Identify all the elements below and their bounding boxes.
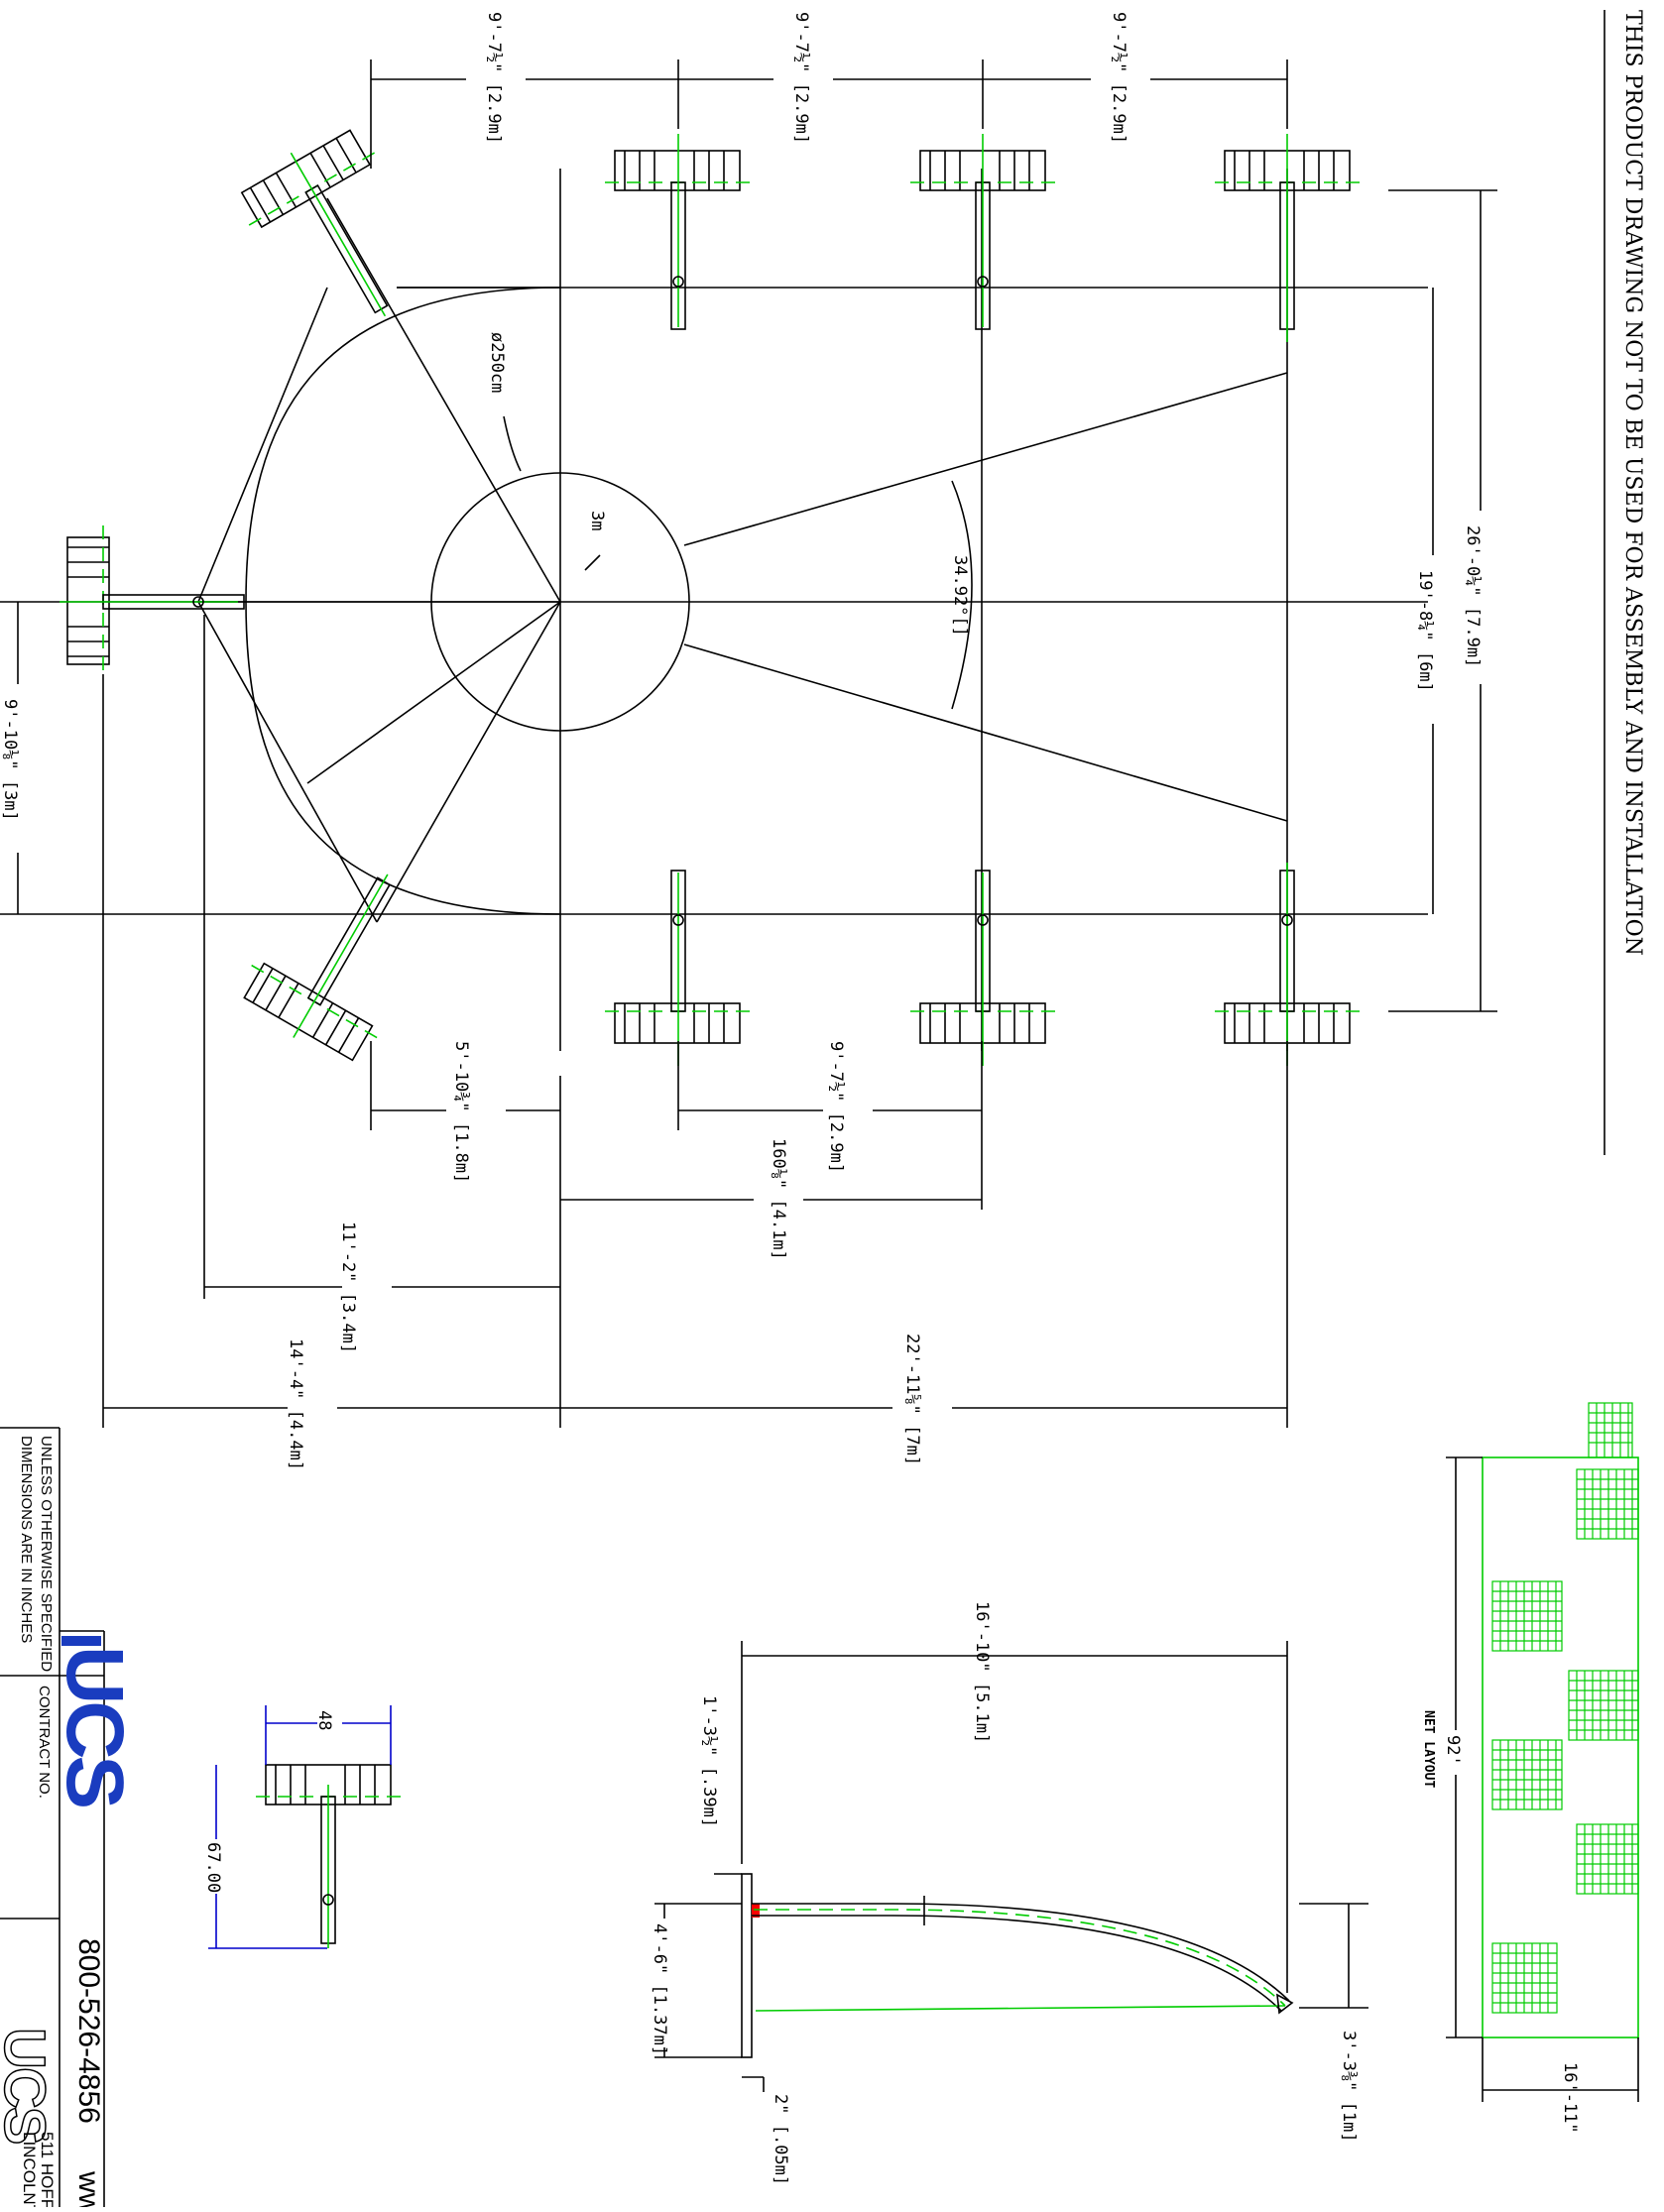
- goal-top-3: [1215, 134, 1364, 342]
- radius-label: 3m: [587, 511, 607, 530]
- title-block: UNLESS OTHERWISE SPECIFIED DIMENSIONS AR…: [0, 1427, 140, 2212]
- goal-top-2: [910, 134, 1059, 330]
- radius-leader: [584, 554, 601, 571]
- right-dimensions: 26'-0¼" [7.9m] 19'-8¼" [6m]: [1388, 189, 1497, 1012]
- contract-label: CONTRACT NO.: [36, 1686, 53, 1799]
- side-tip-height-dimension: 3'-3⅜" [1m]: [1339, 2031, 1359, 2143]
- goal-diagonal-top: [240, 129, 389, 317]
- left-dimension: 9'-10⅛" [3m]: [0, 602, 20, 914]
- net-width-dimension: 16'-11": [1560, 2062, 1580, 2134]
- net-layout: 92' NET LAYOUT 16'-11": [1421, 1402, 1639, 2134]
- goal-bottom-1: [605, 870, 754, 1066]
- offset-d-dimension: 14'-4" [4.4m]: [286, 1339, 305, 1470]
- overall-depth-dimension: 26'-0¼" [7.9m]: [1463, 525, 1483, 667]
- net-layout-label: NET LAYOUT: [1421, 1710, 1436, 1788]
- goal-detail: 48 67.00: [203, 1705, 401, 1949]
- logo-text: UCS: [50, 1646, 140, 1806]
- offset-a-dimension: 5'-10¾" [1.8m]: [451, 1041, 471, 1183]
- goal-top-1: [605, 134, 754, 330]
- drawing-note: THIS PRODUCT DRAWING NOT TO BE USED FOR …: [1620, 10, 1645, 956]
- detail-length-dimension: 67.00: [203, 1842, 223, 1893]
- inner-depth-dimension: 19'-8¼" [6m]: [1415, 570, 1435, 692]
- goal-bottom-2: [910, 870, 1059, 1066]
- side-base-dimension: 2" [.05m]: [771, 2094, 790, 2185]
- side-post-height-dimension: 4'-6" [1.37m]: [650, 1923, 669, 2055]
- net-length-dimension: 92': [1443, 1735, 1463, 1766]
- side-span-dimension: 16'-10" [5.1m]: [972, 1601, 992, 1743]
- address-line-2: LINCOLNTO: [20, 2132, 39, 2207]
- phone-number: 800-526-4856: [72, 1938, 105, 2124]
- detail-width-dimension: 48: [314, 1710, 334, 1730]
- ucs-logo: UCS: [50, 1636, 140, 1806]
- goal-bottom-3: [1215, 863, 1364, 1066]
- side-top-height-dimension: 1'-3½" [.39m]: [699, 1695, 719, 1827]
- top-dimensions: 9'-7½" [2.9m] 9'-7½" [2.9m] 9'-7½" [2.9m…: [370, 12, 1288, 169]
- diameter-leader: [503, 415, 522, 472]
- overall-length-dimension: 22'-11⅝" [7m]: [902, 1334, 922, 1465]
- offset-c-dimension: 11'-2" [3.4m]: [338, 1222, 358, 1353]
- top-dimension-1: 9'-7½" [2.9m]: [484, 12, 504, 144]
- top-dimension-3: 9'-7½" [2.9m]: [1109, 12, 1129, 144]
- goal-diagonal-bottom: [243, 873, 392, 1062]
- outline-logo: UCS: [0, 2028, 57, 2144]
- diameter-label: ø250cm: [487, 332, 507, 393]
- offset-b-dimension: 160⅛" [4.1m]: [769, 1138, 788, 1260]
- top-dimension-2: 9'-7½" [2.9m]: [791, 12, 811, 144]
- net-mesh-patches: [1491, 1468, 1639, 2014]
- left-width-dimension: 9'-10⅛" [3m]: [0, 699, 20, 821]
- side-view: 16'-10" [5.1m] 1'-3½" [.39m] 4'-6" [1.37…: [650, 1601, 1368, 2185]
- bottom-spacing-dimension: 9'-7½" [2.9m]: [826, 1041, 846, 1173]
- title-note-1: UNLESS OTHERWISE SPECIFIED: [38, 1436, 55, 1672]
- plan-view: [0, 169, 1428, 1051]
- title-note-2: DIMENSIONS ARE IN INCHES: [18, 1436, 35, 1643]
- website: www.u: [72, 2170, 105, 2207]
- bottom-dimensions: 5'-10¾" [1.8m] 9'-7½" [2.9m] 160⅛" [4.1m…: [102, 615, 1288, 1470]
- goal-left: [59, 525, 245, 676]
- address-line-1: 511 HOFF: [38, 2132, 57, 2207]
- net-flags: [1588, 1402, 1633, 1458]
- angle-label: 34.92°[]: [950, 555, 970, 637]
- bracket-marker: [752, 1904, 760, 1918]
